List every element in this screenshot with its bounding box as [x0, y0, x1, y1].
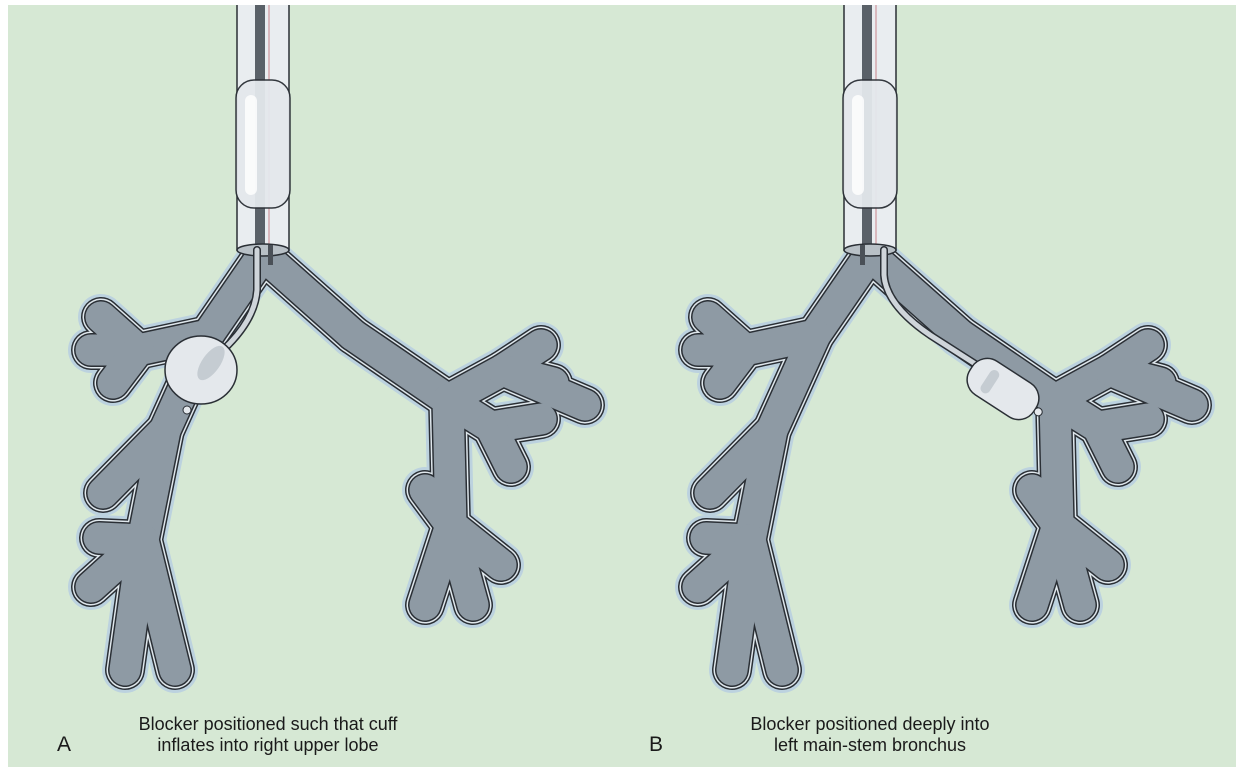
panel-label-a: A	[57, 733, 71, 757]
caption-a-line-2: inflates into right upper lobe	[113, 735, 423, 756]
endotracheal-tube-b	[843, 5, 897, 256]
airway-tree-b	[698, 5, 1192, 670]
caption-b-line-2: left main-stem bronchus	[720, 735, 1020, 756]
caption-b: Blocker positioned deeply into left main…	[720, 714, 1020, 756]
figure-canvas: A Blocker positioned such that cuff infl…	[8, 5, 1236, 767]
caption-a: Blocker positioned such that cuff inflat…	[113, 714, 423, 756]
caption-a-line-1: Blocker positioned such that cuff	[113, 714, 423, 735]
panel-label-b: B	[649, 733, 663, 757]
airway-tree-a	[91, 5, 585, 670]
endotracheal-tube-a	[236, 5, 290, 256]
caption-b-line-1: Blocker positioned deeply into	[720, 714, 1020, 735]
bronchial-blocker-diagram	[8, 5, 1236, 767]
